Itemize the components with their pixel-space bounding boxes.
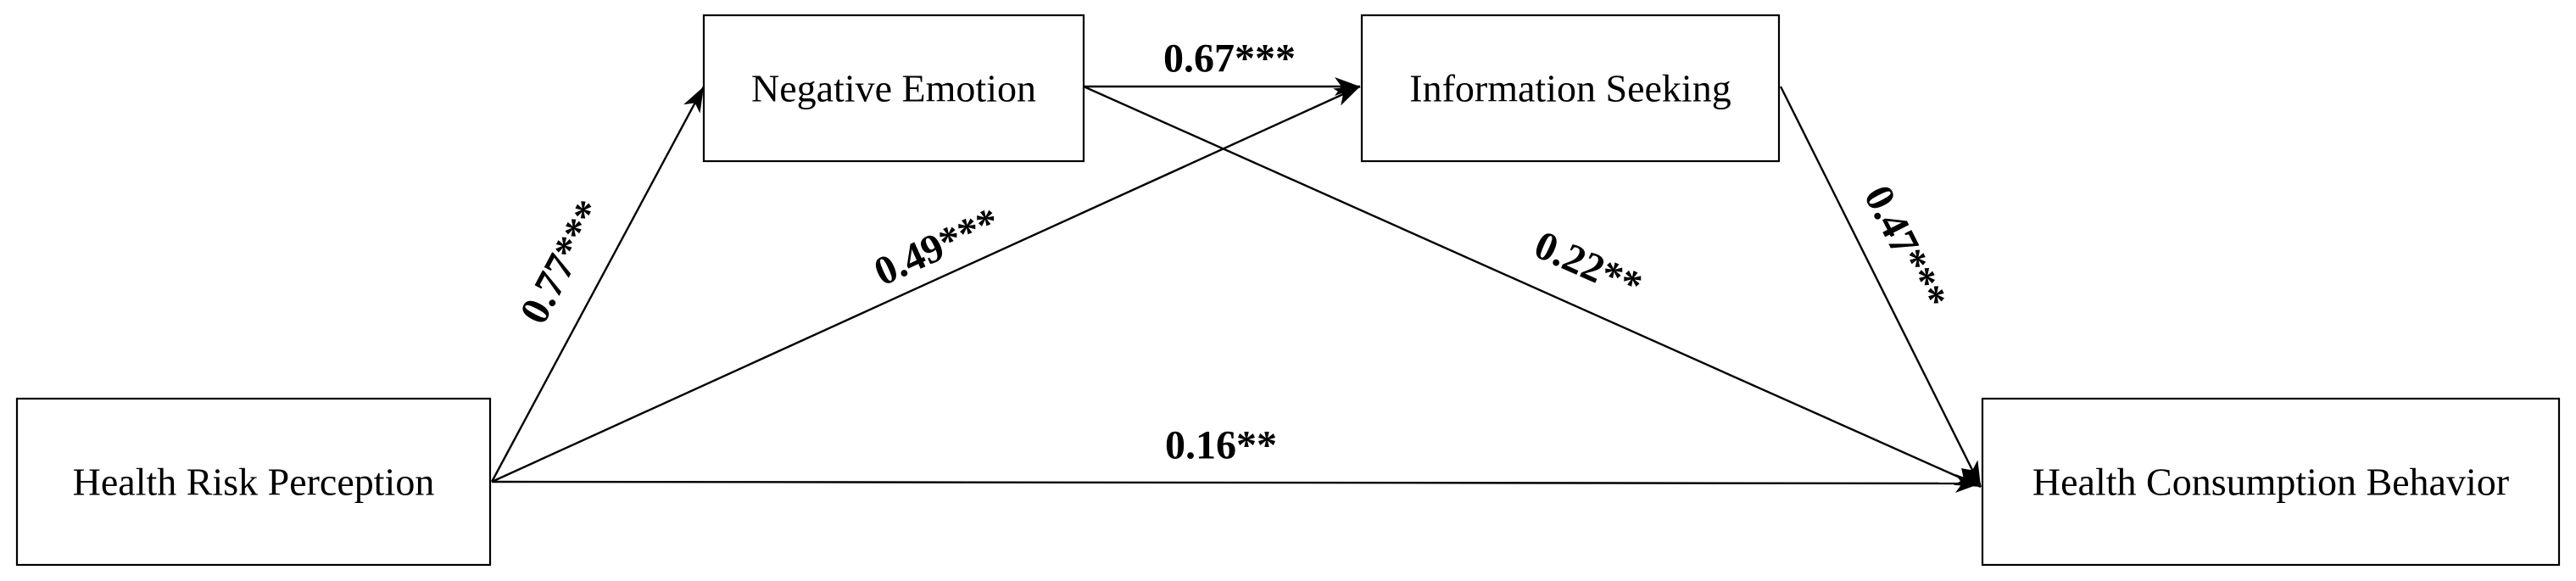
edges — [490, 77, 1982, 493]
node-health-risk-perception: Health Risk Perception — [15, 397, 492, 567]
node-label: Information Seeking — [1409, 67, 1731, 110]
coef-hrp-to-ne: 0.77*** — [511, 193, 613, 332]
coef-hrp-to-hcb: 0.16** — [1165, 423, 1277, 468]
node-box — [1981, 397, 2561, 567]
coef-is-to-hcb: 0.47*** — [1855, 178, 1955, 316]
edge-hrp-to-is — [491, 85, 1361, 483]
node-box — [1360, 14, 1781, 163]
coef-ne-to-is: 0.67*** — [1163, 36, 1296, 81]
coef-hrp-to-is: 0.49*** — [867, 199, 1006, 295]
node-health-consumption-behavior: Health Consumption Behavior — [1981, 397, 2561, 567]
edge-hrp-to-hcb — [491, 473, 1982, 493]
node-box — [15, 397, 492, 567]
node-box — [702, 14, 1085, 163]
node-information-seeking: Information Seeking — [1360, 14, 1781, 163]
node-negative-emotion: Negative Emotion — [702, 14, 1085, 163]
node-label: Health Consumption Behavior — [2032, 461, 2509, 504]
edge-ne-to-hcb — [1083, 85, 1982, 489]
node-label: Negative Emotion — [751, 67, 1036, 110]
node-label: Health Risk Perception — [73, 461, 435, 504]
edge-is-to-hcb — [1779, 86, 1982, 488]
edge-hrp-to-ne — [490, 86, 705, 483]
coef-ne-to-hcb: 0.22** — [1528, 222, 1648, 309]
